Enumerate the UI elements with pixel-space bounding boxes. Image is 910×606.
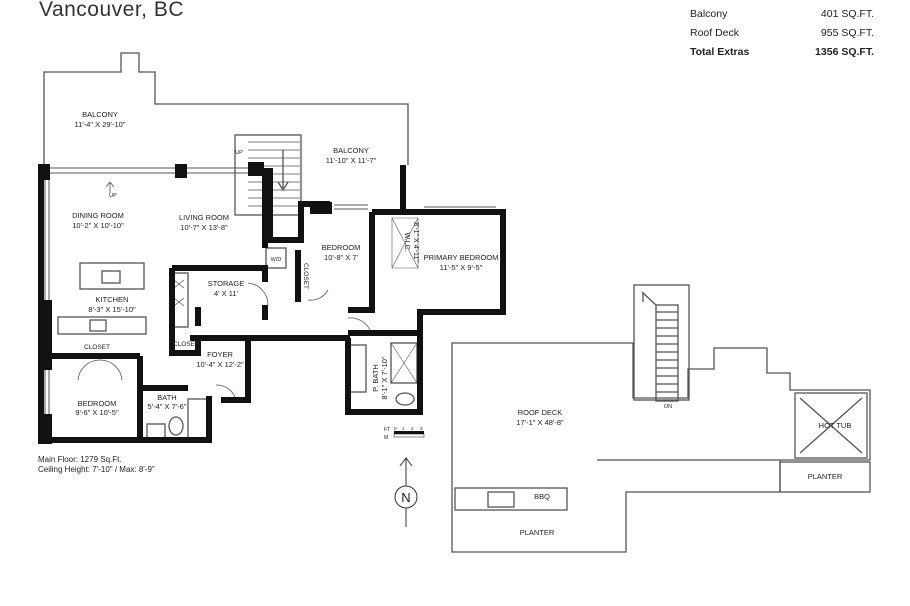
roof-deck-outline: [451, 342, 871, 553]
bedroom2-dim: 9'-6" X 10'-5": [75, 408, 119, 417]
extras-value: 401 SQ.FT.: [820, 8, 874, 20]
scale-m-label: M: [384, 435, 388, 441]
bath-walls: [140, 385, 212, 443]
scale-ft-label: FT: [384, 427, 390, 433]
up-label: UP: [235, 150, 243, 156]
primary-name: PRIMARY BEDROOM: [424, 253, 499, 262]
extras-value: 955 SQ.FT.: [820, 27, 874, 39]
washer-dryer-label: W/D: [271, 257, 282, 263]
planter-name: PLANTER: [808, 472, 843, 481]
bedroom-primary-walls: [345, 209, 506, 415]
kitchen-island: [79, 262, 145, 290]
closet-name: CLOSET: [84, 344, 110, 351]
bedroom1-dim: 10'-8" X 7': [324, 253, 358, 262]
stair-lines: [248, 141, 300, 207]
main-floor-note: Main Floor: 1279 Sq.Ft.: [38, 455, 122, 464]
closet-name: CLOSET: [302, 263, 309, 289]
extras-row-balcony: Balcony 401 SQ.FT.: [690, 6, 874, 25]
storage-name: STORAGE: [208, 279, 245, 288]
pbath-name: P. BATH: [371, 364, 380, 392]
cooktop: [89, 319, 107, 332]
living-dim: 10'-7" X 13'-8": [180, 223, 228, 232]
column: [38, 164, 50, 180]
bedroom1-name: BEDROOM: [322, 243, 361, 252]
scale-tick: 2: [411, 426, 414, 431]
north-arrow-icon: N: [394, 457, 418, 527]
extras-label: Balcony: [690, 8, 728, 20]
hot-tub-cross: [799, 397, 863, 454]
wic-dim: 8'-1" X 4'-11": [412, 222, 419, 262]
foyer-dim: 10'-4" X 12'-2": [196, 360, 244, 369]
column: [175, 164, 187, 178]
extras-label: Roof Deck: [690, 27, 740, 39]
hottub-name: HOT TUB: [819, 421, 852, 430]
scale-tick: 1: [402, 426, 405, 431]
bath-sink: [146, 423, 166, 439]
extras-total-value: 1356 SQ.FT.: [815, 46, 874, 58]
page-title: Vancouver, BC: [39, 0, 185, 21]
wic-shelving: [391, 217, 419, 269]
bbq-label: BBQ: [534, 492, 550, 501]
foyer-name: FOYER: [207, 350, 233, 359]
bathtub: [187, 398, 209, 440]
extras-total-label: Total Extras: [690, 46, 750, 58]
closet-name: CLOSET: [173, 341, 199, 348]
stair-walls: [262, 168, 330, 320]
bath-name: BATH: [157, 393, 176, 402]
roof-stair-lines: [656, 311, 678, 393]
extras-row-total: Total Extras 1356 SQ.FT.: [690, 44, 874, 63]
scale-tick: 0: [394, 426, 397, 431]
extras-row-roof-deck: Roof Deck 955 SQ.FT.: [690, 25, 874, 44]
roofdeck-name: ROOF DECK: [518, 408, 563, 417]
balcony2-dim: 11'-10" X 11'-7": [326, 156, 377, 165]
stair-arrow: [277, 150, 289, 192]
living-name: LIVING ROOM: [179, 213, 229, 222]
pbath-dim: 8'-1" X 7'-10": [380, 356, 389, 400]
kitchen-name: KITCHEN: [96, 295, 129, 304]
scale-bar: FT M 0 1 2 3: [384, 426, 425, 441]
hot-tub-outline: [794, 392, 868, 459]
bath-dim: 5'-4" X 7'-6": [147, 402, 186, 411]
balcony1-name: BALCONY: [82, 110, 118, 119]
column: [38, 300, 52, 370]
up-label: UP: [109, 193, 117, 199]
dining-name: DINING ROOM: [72, 211, 124, 220]
kitchen-dim: 8'-3" X 15'-10": [88, 305, 136, 314]
balcony1-dim: 11'-4" X 29'-10": [75, 120, 126, 129]
wic-name: W.I.C.: [403, 232, 410, 251]
washer-dryer: [265, 247, 287, 269]
primary-dim: 11'-5" X 9'-5": [440, 263, 483, 272]
planter-box: [779, 461, 871, 493]
balcony2-name: BALCONY: [333, 146, 369, 155]
storage-dim: 4' X 11': [214, 289, 239, 298]
pbath-toilet: [395, 392, 415, 406]
on-label: ON: [664, 404, 672, 410]
column: [310, 202, 332, 214]
column: [38, 414, 52, 444]
scale-tick: 3: [420, 426, 423, 431]
roof-stair-arrow: [641, 291, 657, 306]
storage-walls: [169, 265, 268, 356]
toilet: [168, 416, 184, 436]
pbath-vanity: [349, 344, 367, 393]
kitchen-counter: [57, 316, 147, 335]
roof-stair-outline: [633, 284, 690, 401]
dining-dim: 10'-2" X 10'-10": [72, 221, 124, 230]
sink-outline: [487, 491, 515, 508]
bbq-counter: [454, 487, 568, 511]
roofdeck-dim: 17'-1" X 48'-8": [516, 418, 564, 427]
north-label: N: [401, 490, 410, 505]
balcony-outline: [43, 52, 409, 168]
column: [248, 162, 264, 176]
extras-table: Balcony 401 SQ.FT. Roof Deck 955 SQ.FT. …: [690, 6, 874, 63]
bedroom2-name: BEDROOM: [78, 399, 117, 408]
foyer-walls: [190, 335, 350, 403]
planter-name: PLANTER: [520, 528, 555, 537]
ceiling-note: Ceiling Height: 7'-10" / Max: 8'-9": [38, 465, 155, 474]
roof-stair-treads: [655, 304, 679, 402]
kitchen-sink: [101, 270, 121, 284]
